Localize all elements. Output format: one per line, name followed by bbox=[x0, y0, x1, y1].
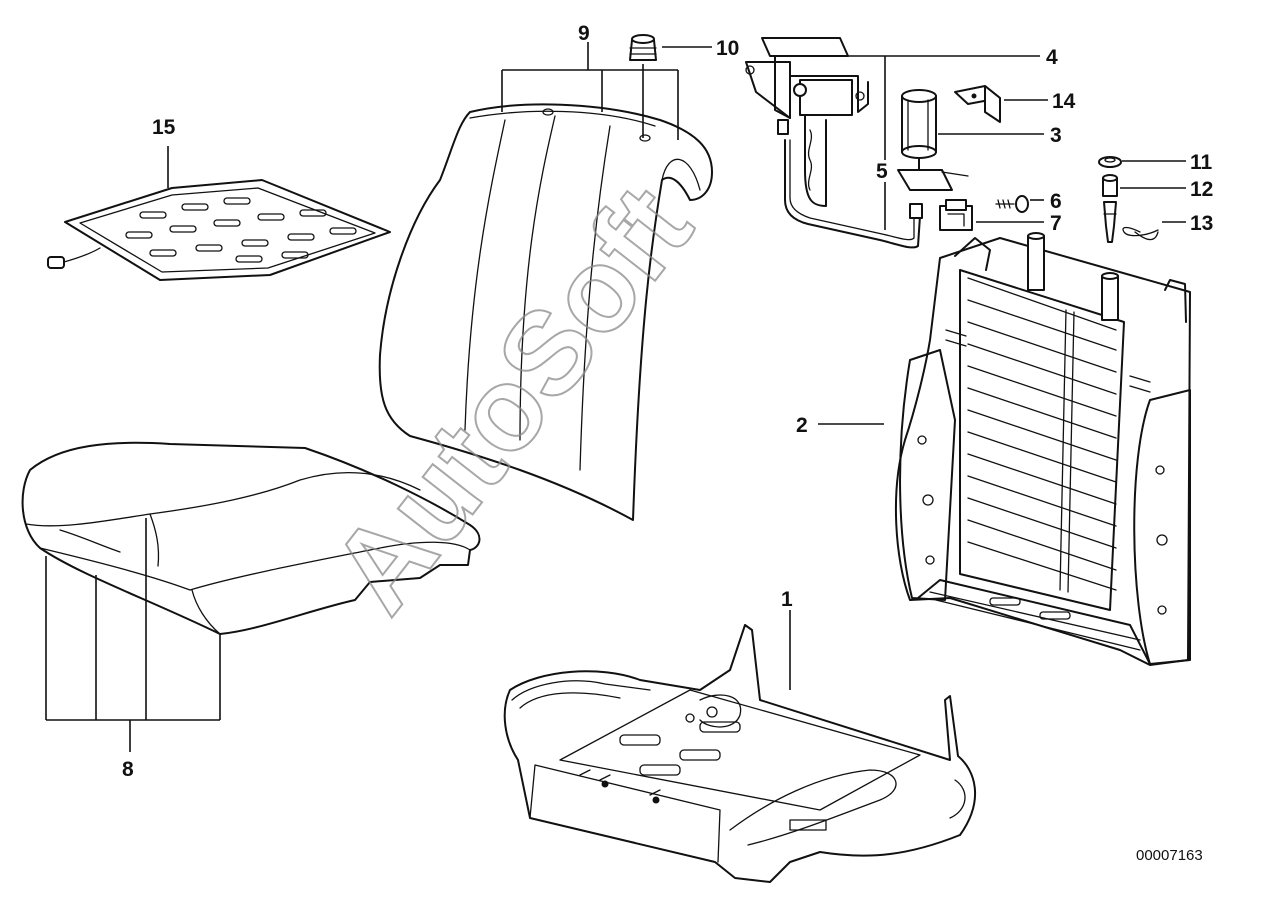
part-3-motor[interactable] bbox=[897, 89, 969, 191]
callout-12: 12 bbox=[1190, 178, 1213, 201]
part-11-grommet[interactable] bbox=[1098, 156, 1122, 168]
callout-14: 14 bbox=[1052, 90, 1076, 113]
callout-5: 5 bbox=[876, 160, 888, 183]
callout-1: 1 bbox=[781, 588, 793, 611]
part-7-clip[interactable] bbox=[939, 199, 973, 231]
callout-3: 3 bbox=[1050, 124, 1062, 147]
callout-10: 10 bbox=[716, 37, 739, 60]
callout-13: 13 bbox=[1190, 212, 1213, 235]
part-12-guide-sleeve[interactable] bbox=[1102, 174, 1118, 243]
reference-number: 00007163 bbox=[1136, 847, 1203, 864]
callout-9: 9 bbox=[578, 22, 590, 45]
part-1-seat-frame[interactable] bbox=[503, 624, 976, 883]
part-13-spring-clip[interactable] bbox=[1122, 226, 1159, 241]
callout-8: 8 bbox=[122, 758, 134, 781]
callout-15: 15 bbox=[152, 116, 176, 139]
part-9-backrest-cover[interactable] bbox=[378, 103, 713, 521]
part-14-bracket[interactable] bbox=[954, 85, 1001, 123]
callout-4: 4 bbox=[1046, 46, 1058, 69]
part-4-adjuster-mechanism[interactable] bbox=[745, 37, 869, 207]
watermark-text: AutoSoft bbox=[306, 162, 717, 636]
callout-7: 7 bbox=[1050, 212, 1062, 235]
part-15-heating-mat[interactable] bbox=[47, 179, 391, 281]
part-2-backrest-frame[interactable] bbox=[894, 232, 1191, 666]
watermark: AutoSoft bbox=[305, 161, 718, 637]
part-5-bowden-cable[interactable] bbox=[777, 119, 923, 249]
callout-2: 2 bbox=[796, 414, 808, 437]
part-6-screw[interactable] bbox=[995, 195, 1029, 213]
leader-lines bbox=[45, 42, 1186, 752]
callout-6: 6 bbox=[1050, 190, 1062, 213]
part-10-plug[interactable] bbox=[629, 34, 657, 61]
callout-labels: 1 2 3 4 5 6 7 8 9 10 11 12 13 14 15 0000… bbox=[122, 22, 1213, 864]
part-8-seat-cushion[interactable] bbox=[21, 441, 481, 635]
callout-11: 11 bbox=[1190, 151, 1213, 174]
